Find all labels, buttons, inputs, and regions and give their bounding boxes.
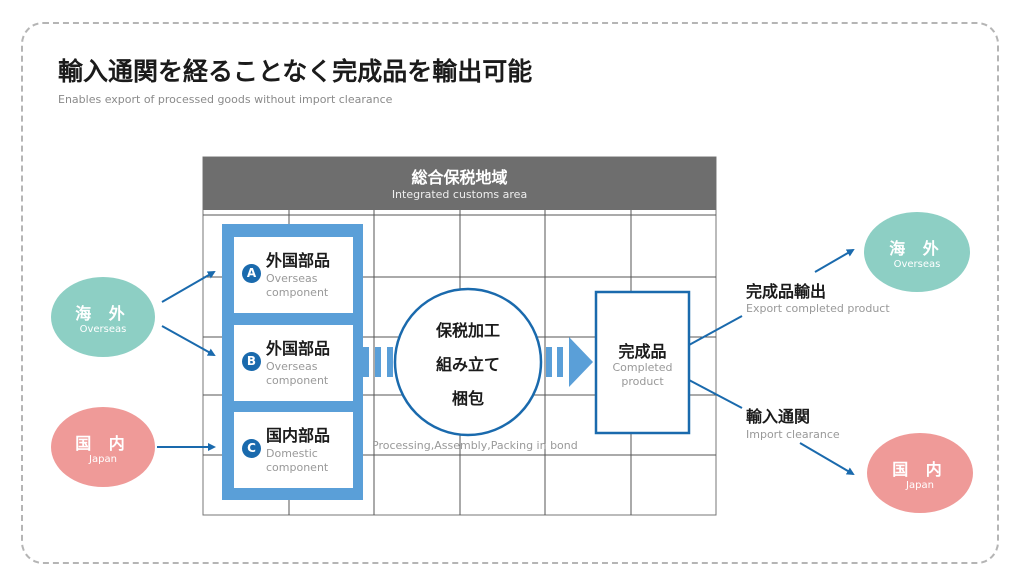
badge-c: C [242,439,261,458]
product-jp: 完成品 [618,342,667,361]
process-line-2: 組み立て [435,355,500,374]
page-title: 輸入通関を経ることなく完成品を輸出可能 [58,57,533,86]
source-japan-jp: 国 内 [75,434,131,453]
component-b-en: Overseas component [266,360,329,387]
source-japan: 国 内 Japan [51,430,155,465]
component-b-jp: 外国部品 [266,339,331,358]
arrows [157,248,855,476]
dest-japan-jp: 国 内 [892,460,948,479]
output-lines [688,315,743,409]
component-c: C 国内部品 Domestic component [234,412,353,488]
process-caption: Processing,Assembly,Packing in bond [372,439,578,452]
dest-japan-en: Japan [906,480,934,491]
source-oval-japan [51,407,155,487]
flow-arrow-right [546,337,593,387]
component-a-jp: 外国部品 [266,251,331,270]
dest-overseas: 海 外 Overseas [864,235,970,270]
source-overseas-en: Overseas [79,324,127,335]
page-subtitle: Enables export of processed goods withou… [58,93,393,106]
dest-overseas-en: Overseas [893,259,941,270]
import-label-jp: 輸入通関 [746,407,811,426]
export-label-en: Export completed product [746,302,890,315]
source-oval-overseas [51,277,155,357]
process-circle [393,287,543,437]
component-b: B 外国部品 Overseas component [234,325,353,401]
source-japan-en: Japan [89,454,117,465]
customs-area-header [203,157,716,210]
component-c-en: Domestic component [266,447,329,474]
component-a-en: Overseas component [266,272,329,299]
badge-a: A [242,264,261,283]
export-label-jp: 完成品輸出 [746,282,827,301]
source-overseas-jp: 海 外 [75,304,131,323]
source-overseas: 海 外 Overseas [51,300,155,335]
process-line-1: 保税加工 [435,321,500,340]
badge-b: B [242,352,261,371]
content-frame [21,22,999,564]
import-label-en: Import clearance [746,428,840,441]
dest-japan: 国 内 Japan [867,456,973,491]
flow-bars-left [363,347,393,377]
dest-overseas-jp: 海 外 [889,239,945,258]
process-line-3: 梱包 [451,389,484,408]
product-box [594,290,691,435]
customs-area-title: 総合保税地域 [411,168,508,187]
customs-area-subtitle: Integrated customs area [391,188,528,201]
dest-oval-overseas [864,212,970,292]
component-c-jp: 国内部品 [266,426,331,445]
component-a: A 外国部品 Overseas component [234,237,353,313]
product-en: Completed product [612,361,673,388]
dest-oval-japan [867,433,973,513]
